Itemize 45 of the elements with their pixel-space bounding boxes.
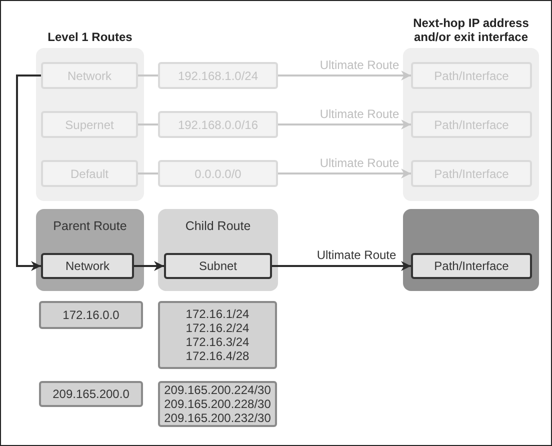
route-box: [411, 253, 532, 279]
group-heading: Child Route: [185, 219, 251, 233]
ip-address: 209.165.200.232/30: [164, 411, 271, 425]
edge-label: Ultimate Route: [318, 58, 402, 72]
edge-label: Ultimate Route: [318, 156, 402, 170]
route-box: [158, 111, 278, 138]
route-box: [41, 253, 134, 279]
group-heading: Parent Route: [53, 219, 127, 233]
group-heading: Next-hop IP address and/or exit interface: [412, 16, 530, 44]
connector-arrow: [278, 120, 411, 130]
route-label: Network: [65, 259, 110, 273]
route-box: [411, 62, 532, 89]
ip-address: 172.16.3/24: [186, 335, 250, 349]
route-box: [158, 62, 278, 89]
group-heading: Level 1 Routes: [46, 30, 134, 44]
address-box: [158, 381, 277, 427]
address-box: [39, 381, 143, 407]
route-label: Subnet: [198, 259, 238, 273]
connector-arrow: [16, 74, 41, 271]
address-box: [158, 301, 277, 369]
route-box: [164, 253, 272, 279]
ip-address: 172.16.2/24: [186, 321, 250, 335]
route-label: Path/Interface: [434, 259, 509, 273]
edge-label: Ultimate Route: [314, 248, 398, 262]
group-panel: [36, 209, 144, 291]
route-box: [41, 111, 138, 138]
route-box: [411, 160, 532, 187]
ip-address: 172.16.1/24: [186, 307, 250, 321]
ip-address: 209.165.200.224/30: [164, 383, 271, 397]
route-box: [41, 160, 138, 187]
route-box: [158, 160, 278, 187]
ip-address: 172.16.0.0: [62, 308, 120, 322]
connector-arrow: [134, 261, 164, 271]
ip-address: 172.16.4/28: [186, 349, 250, 363]
route-box: [41, 62, 138, 89]
group-panel: [158, 209, 278, 291]
edge-label: Ultimate Route: [318, 106, 402, 120]
ip-address: 209.165.200.228/30: [164, 397, 271, 411]
route-box: [411, 111, 532, 138]
connector-arrow: [278, 70, 411, 80]
group-panel: [403, 209, 539, 291]
connector-arrow: [278, 168, 411, 178]
address-box: [39, 301, 143, 329]
connector-arrow: [272, 261, 411, 271]
ip-address: 209.165.200.0: [52, 387, 130, 401]
